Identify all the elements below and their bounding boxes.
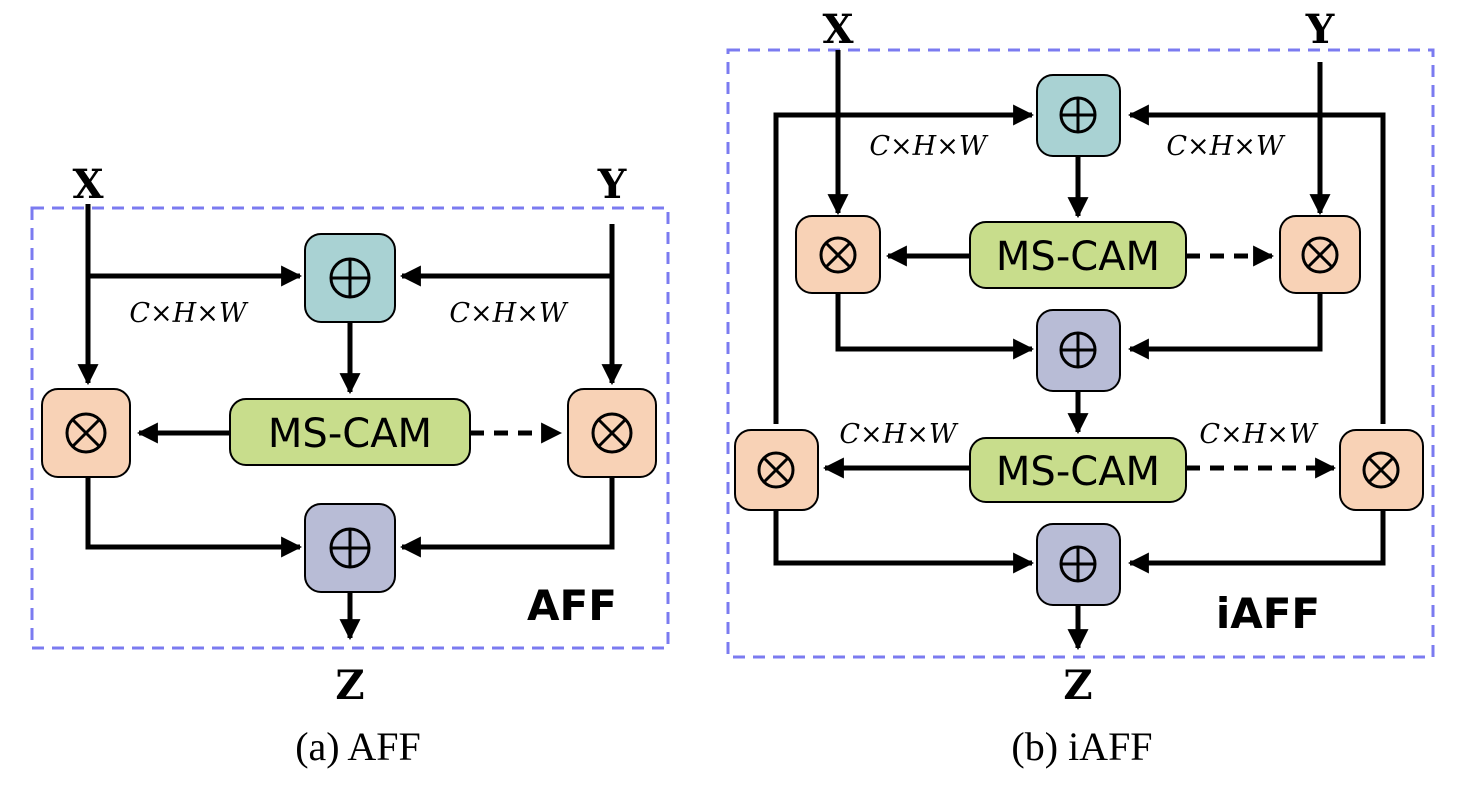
circled-times-icon [1301, 236, 1339, 274]
iaff-multiply-outer-right-node [1339, 429, 1424, 511]
aff-ms-cam-label: MS-CAM [268, 411, 432, 457]
circled-plus-icon [1059, 331, 1097, 369]
circled-plus-icon [1059, 96, 1097, 134]
aff-add-top-node [304, 233, 396, 323]
iaff-dim-mid-right: C×H×W [1199, 419, 1318, 450]
aff-caption: (a) AFF [295, 724, 421, 769]
aff-panel: X Y C×H×W C×H×W [30, 161, 670, 769]
circled-times-icon [819, 236, 857, 274]
iaff-panel: X Y C×H×W [726, 6, 1435, 769]
iaff-add-bottom-node [1036, 523, 1121, 606]
iaff-multiply-inner-right-node [1279, 215, 1361, 294]
iaff-ms-cam-2-label: MS-CAM [996, 449, 1160, 495]
iaff-caption: (b) iAFF [1011, 724, 1152, 769]
circled-times-icon [1362, 451, 1400, 489]
aff-dim-left: C×H×W [129, 298, 248, 329]
aff-input-y: Y [597, 161, 627, 208]
circled-plus-icon [1059, 545, 1097, 583]
aff-output-z: Z [335, 662, 364, 709]
aff-connectors [77, 204, 623, 641]
iaff-dim-top-right: C×H×W [1166, 131, 1285, 162]
circled-times-icon [757, 451, 795, 489]
aff-add-bottom-node [304, 503, 396, 593]
iaff-frame [726, 48, 1435, 659]
iaff-input-x: X [822, 6, 853, 53]
iaff-dim-mid-left: C×H×W [839, 419, 958, 450]
iaff-connectors [773, 50, 1386, 651]
iaff-ms-cam-1-label: MS-CAM [996, 234, 1160, 280]
aff-frame [30, 206, 670, 650]
circled-plus-icon [329, 527, 371, 569]
iaff-multiply-inner-left-node [795, 215, 881, 294]
iaff-multiply-outer-left-node [734, 429, 819, 511]
iaff-output-z: Z [1063, 662, 1092, 709]
iaff-ms-cam-1-node: MS-CAM [969, 221, 1187, 289]
aff-tag: AFF [527, 581, 617, 630]
aff-multiply-right-node [567, 388, 657, 478]
circled-times-icon [591, 412, 633, 454]
aff-multiply-left-node [41, 388, 131, 478]
iaff-add-top-node [1036, 74, 1121, 157]
iaff-input-y: Y [1305, 6, 1335, 53]
iaff-ms-cam-2-node: MS-CAM [969, 437, 1187, 503]
iaff-add-middle-node [1036, 309, 1121, 392]
iaff-dim-top-left: C×H×W [869, 131, 988, 162]
circled-plus-icon [329, 257, 371, 299]
aff-dim-right: C×H×W [449, 298, 568, 329]
aff-input-x: X [72, 161, 103, 208]
iaff-tag: iAFF [1216, 589, 1320, 638]
aff-ms-cam-node: MS-CAM [229, 398, 471, 466]
circled-times-icon [65, 412, 107, 454]
